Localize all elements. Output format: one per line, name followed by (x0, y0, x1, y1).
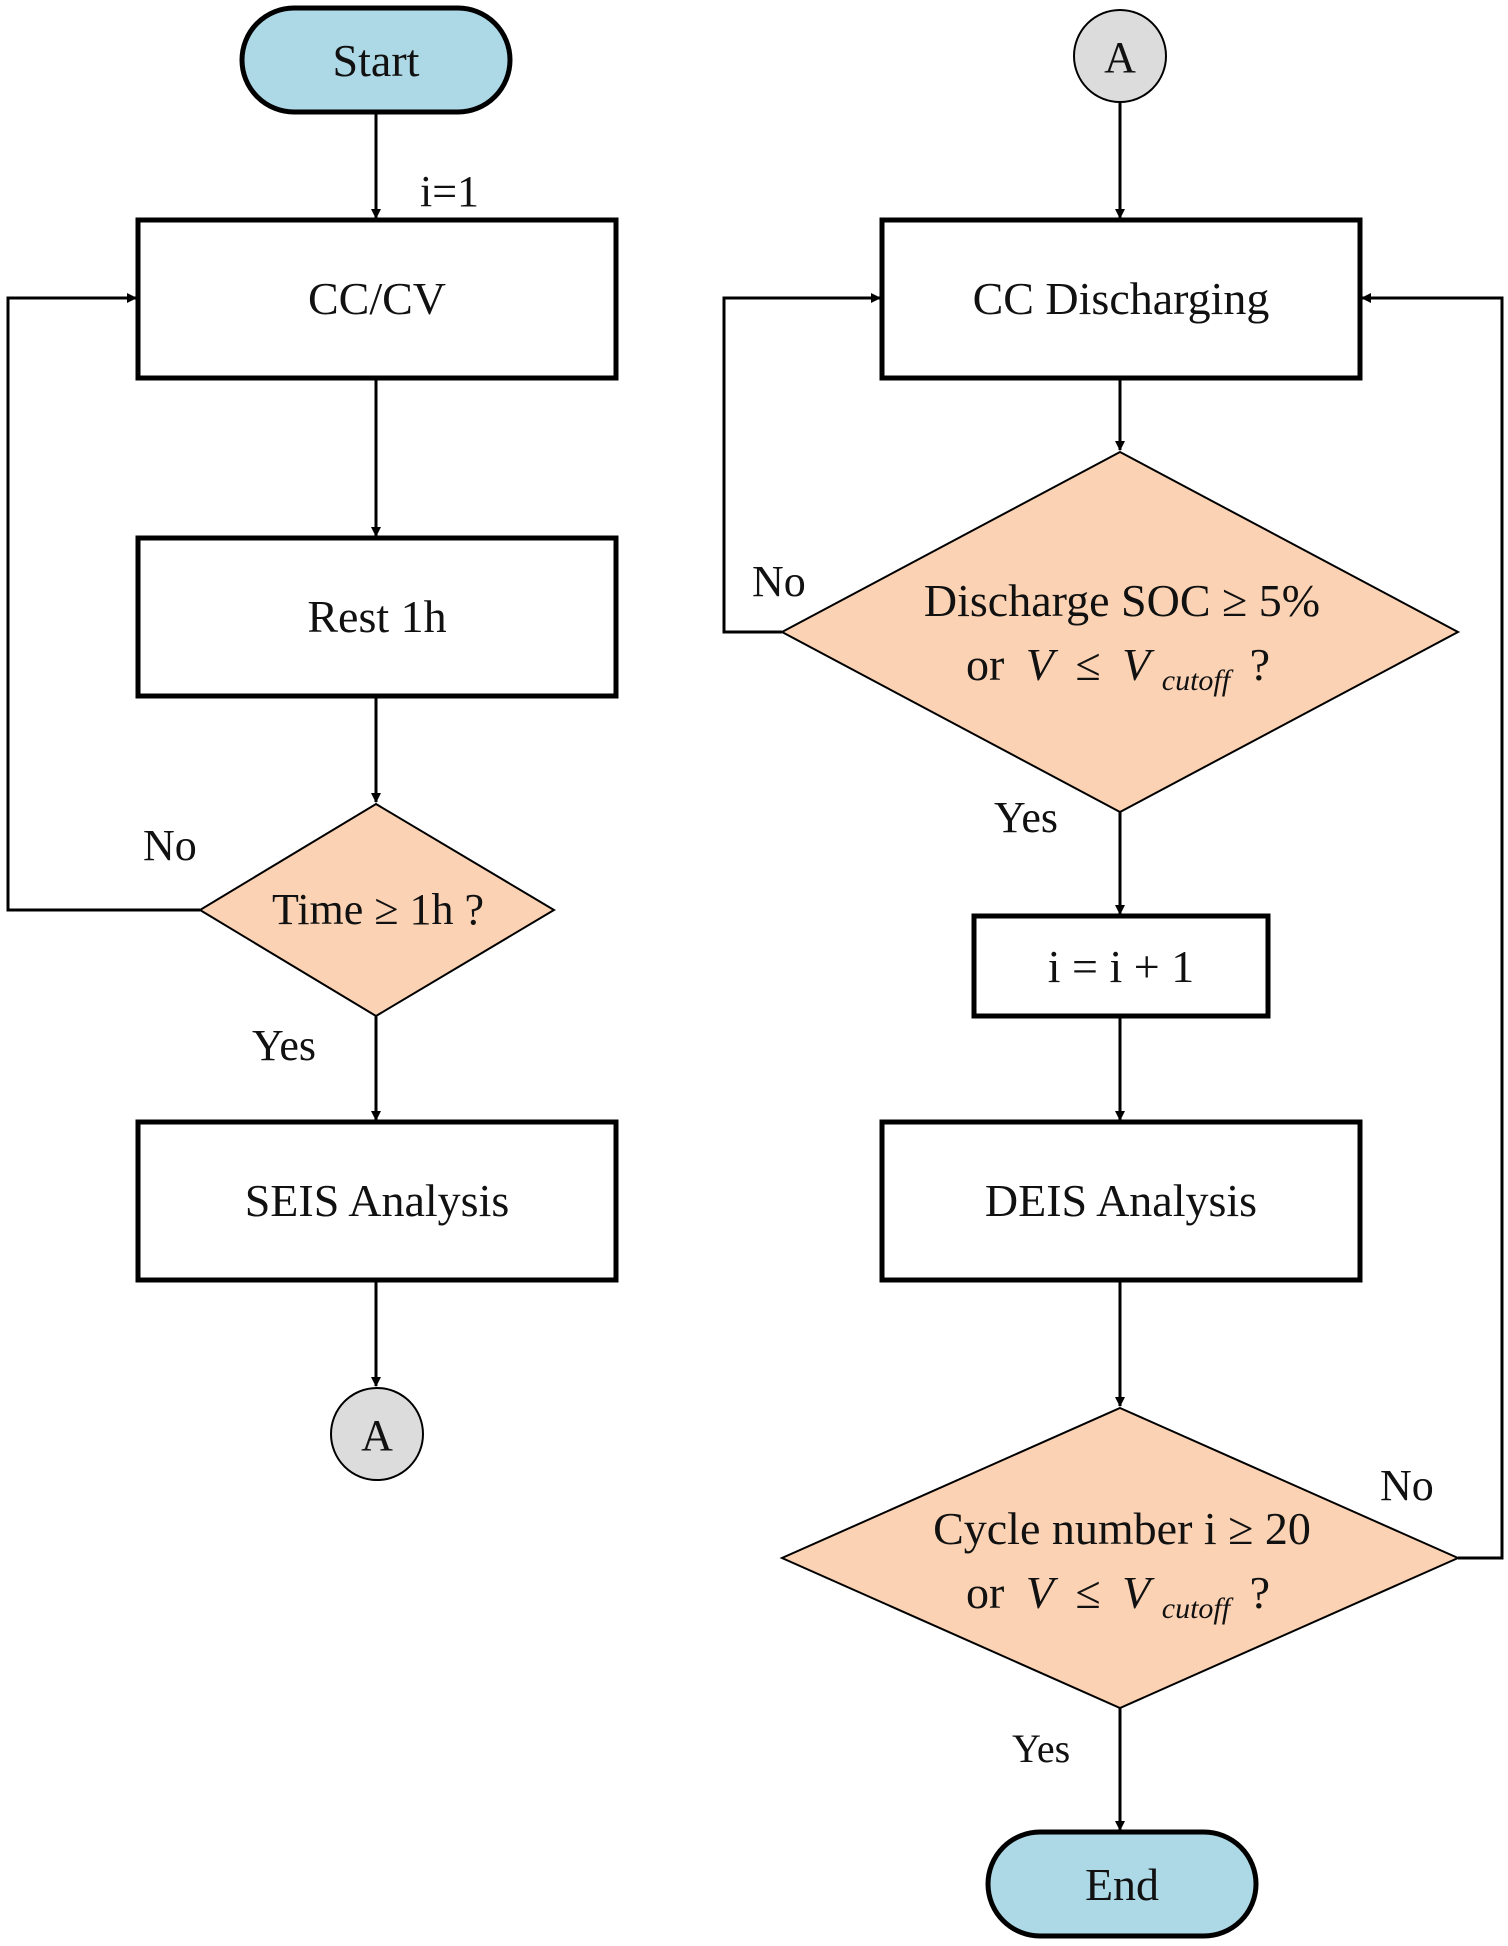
connector-in: A (1073, 9, 1167, 103)
connector-in-label: A (1104, 33, 1136, 82)
discharge-sub: cutoff (1162, 664, 1234, 697)
cycle-v: V (1026, 1567, 1059, 1618)
discharge-or: or (966, 639, 1004, 690)
start-label: Start (333, 35, 420, 86)
discharge-decision-shape (779, 450, 1461, 814)
seis-label: SEIS Analysis (245, 1175, 510, 1226)
discharge-v: V (1026, 639, 1059, 690)
end-terminal: End (985, 1829, 1259, 1939)
discharge-vc: V (1122, 639, 1155, 690)
cycle-or: or (966, 1567, 1004, 1618)
cycle-sub: cutoff (1162, 1592, 1234, 1625)
edge-label-init: i=1 (420, 167, 479, 216)
discharge-decision: Discharge SOC ≥ 5% or V ≤ V cutoff ? (779, 450, 1461, 814)
cycle-q: ? (1250, 1567, 1270, 1618)
cycle-decision-shape (779, 1406, 1461, 1710)
connector-out: A (330, 1387, 424, 1481)
edge-label-time-yes: Yes (252, 1021, 316, 1070)
deis-label: DEIS Analysis (985, 1175, 1257, 1226)
deis-box: DEIS Analysis (879, 1119, 1363, 1283)
start-terminal: Start (239, 5, 513, 115)
increment-label: i = i + 1 (1048, 941, 1194, 992)
edge-time-no-loop (6, 293, 200, 912)
edge-label-cycle-no: No (1380, 1461, 1434, 1510)
seis-box: SEIS Analysis (135, 1119, 619, 1283)
cc-discharging-shape (879, 217, 1363, 381)
end-shape (985, 1829, 1259, 1939)
discharge-q: ? (1250, 639, 1270, 690)
edge-cycle-no-loop (1361, 293, 1504, 1560)
cycle-decision: Cycle number i ≥ 20 or V ≤ V cutoff ? (779, 1406, 1461, 1710)
time-decision: Time ≥ 1h ? (198, 802, 556, 1018)
seis-shape (135, 1119, 619, 1283)
connector-out-shape (330, 1387, 424, 1481)
time-decision-label: Time ≥ 1h ? (272, 885, 484, 934)
end-label: End (1085, 1859, 1159, 1910)
edge-label-time-no: No (143, 821, 197, 870)
cc-discharging-label: CC Discharging (973, 273, 1270, 324)
cccv-label: CC/CV (308, 273, 446, 324)
deis-shape (879, 1119, 1363, 1283)
rest-shape (135, 535, 619, 699)
increment-shape (971, 913, 1271, 1019)
cccv-box: CC/CV (135, 217, 619, 381)
connector-out-label: A (361, 1411, 393, 1460)
edge-label-cycle-yes: Yes (1012, 1726, 1070, 1771)
cccv-shape (135, 217, 619, 381)
edge-label-discharge-no: No (752, 557, 806, 606)
discharge-decision-line1: Discharge SOC ≥ 5% (924, 575, 1320, 626)
cycle-decision-line2: or V ≤ V cutoff ? (966, 1567, 1270, 1628)
cc-discharging-box: CC Discharging (879, 217, 1363, 381)
discharge-decision-line2: or V ≤ V cutoff ? (966, 639, 1270, 700)
edge-discharge-no-loop (722, 293, 881, 634)
rest-label: Rest 1h (307, 591, 446, 642)
edge-label-discharge-yes: Yes (994, 793, 1058, 842)
cycle-decision-line1: Cycle number i ≥ 20 (933, 1503, 1311, 1554)
discharge-le: ≤ (1075, 639, 1100, 690)
cycle-vc: V (1122, 1567, 1155, 1618)
increment-box: i = i + 1 (971, 913, 1271, 1019)
rest-box: Rest 1h (135, 535, 619, 699)
cycle-le: ≤ (1075, 1567, 1100, 1618)
